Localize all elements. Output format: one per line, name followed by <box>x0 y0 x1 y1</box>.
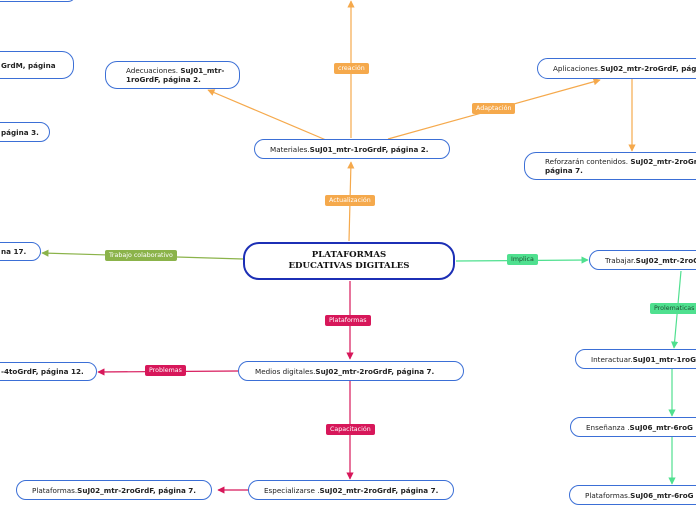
node-aplicaciones[interactable]: Aplicaciones. SuJ02_mtr-2roGrdF, pág <box>537 58 696 79</box>
node-reforzaran[interactable]: Reforzarán contenidos. SuJ02_mtr-2roGr pá… <box>524 152 696 180</box>
node-label: Interactuar. <box>591 354 633 364</box>
tag-implica[interactable]: Implica <box>507 254 538 265</box>
node-medios-digitales[interactable]: Medios digitales.SuJ02_mtr-2roGrdF, pági… <box>238 361 464 381</box>
central-topic[interactable]: PLATAFORMAS EDUCATIVAS DIGITALES <box>243 242 455 280</box>
node-label: Trabajar. <box>605 255 636 265</box>
node-text: GrdM, página <box>1 60 56 70</box>
node-label: Medios digitales. <box>255 366 316 376</box>
node-label: Enseñanza . <box>586 422 630 432</box>
node-ref: SuJ01_mtr-1roGrdF, página 2. <box>309 144 429 154</box>
tag-creacion[interactable]: creación <box>334 63 369 74</box>
tag-trabajo-colaborativo[interactable]: Trabajo colaborativo <box>105 250 177 261</box>
tag-problemas[interactable]: Problemas <box>145 365 186 376</box>
node-label: Adecuaciones. <box>126 66 181 75</box>
node-label: Aplicaciones. <box>553 64 601 73</box>
left-partial-node-3[interactable]: página 3. <box>0 122 50 142</box>
node-label: Reforzarán contenidos. <box>545 157 631 166</box>
node-ref: SuJ02_mtr-2roGrdF, pág <box>600 64 696 73</box>
node-ref-line2: página 7. <box>545 166 583 175</box>
tag-plataformas[interactable]: Plataformas <box>325 315 371 326</box>
node-materiales[interactable]: Materiales. SuJ01_mtr-1roGrdF, página 2. <box>254 139 450 159</box>
tag-prolematicas[interactable]: Prolematicas <box>650 303 696 314</box>
node-ref: SuJ06_mtr-6roG <box>629 422 693 432</box>
edge-materiales-adecuaciones <box>207 89 327 141</box>
node-label: Plataformas. <box>32 485 78 495</box>
node-adecuaciones[interactable]: Adecuaciones. SuJ01_mtr-1roGrdF, página … <box>105 61 240 89</box>
node-interactuar[interactable]: Interactuar. SuJ01_mtr-1roG <box>575 349 696 369</box>
node-ref: SuJ01_mtr-1roGrdF, página 2. <box>126 66 225 84</box>
node-ref: SuJ02_mtr-2roGrdF, página 7. <box>319 485 439 495</box>
node-label: Materiales. <box>270 144 310 154</box>
node-ref: SuJ02_mtr-2roGrdF, página 7. <box>315 366 435 376</box>
node-plataformas-right[interactable]: Plataformas. SuJ06_mtr-6roG <box>569 485 696 505</box>
top-left-partial-node[interactable] <box>0 0 76 2</box>
node-label: Especializarse . <box>264 485 320 495</box>
left-partial-node-17[interactable]: na 17. <box>0 242 41 261</box>
tag-adaptacion[interactable]: Adaptación <box>472 103 516 114</box>
node-ref: SuJ06_mtr-6roG <box>630 490 694 500</box>
left-partial-node-12[interactable]: -4toGrdF, página 12. <box>0 362 97 381</box>
node-text: -4toGrdF, página 12. <box>1 367 84 376</box>
node-ensenanza[interactable]: Enseñanza . SuJ06_mtr-6roG <box>570 417 696 437</box>
left-partial-node-gradm[interactable]: GrdM, página <box>0 51 74 79</box>
node-ref: SuJ01_mtr-1roG <box>632 354 696 364</box>
node-trabajar[interactable]: Trabajar.SuJ02_mtr-2roG <box>589 250 696 270</box>
node-ref: SuJ02_mtr-2roGr <box>630 157 696 166</box>
node-ref: SuJ02_mtr-2roG <box>635 255 696 265</box>
tag-actualizacion[interactable]: Actualización <box>325 195 375 206</box>
node-plataformas-left[interactable]: Plataformas. SuJ02_mtr-2roGrdF, página 7… <box>16 480 212 500</box>
node-text: página 3. <box>1 127 39 137</box>
node-especializarse[interactable]: Especializarse . SuJ02_mtr-2roGrdF, pági… <box>248 480 454 500</box>
node-ref: SuJ02_mtr-2roGrdF, página 7. <box>77 485 197 495</box>
tag-capacitacion[interactable]: Capacitación <box>326 424 375 435</box>
node-text: na 17. <box>1 247 27 256</box>
node-label: Plataformas. <box>585 490 631 500</box>
